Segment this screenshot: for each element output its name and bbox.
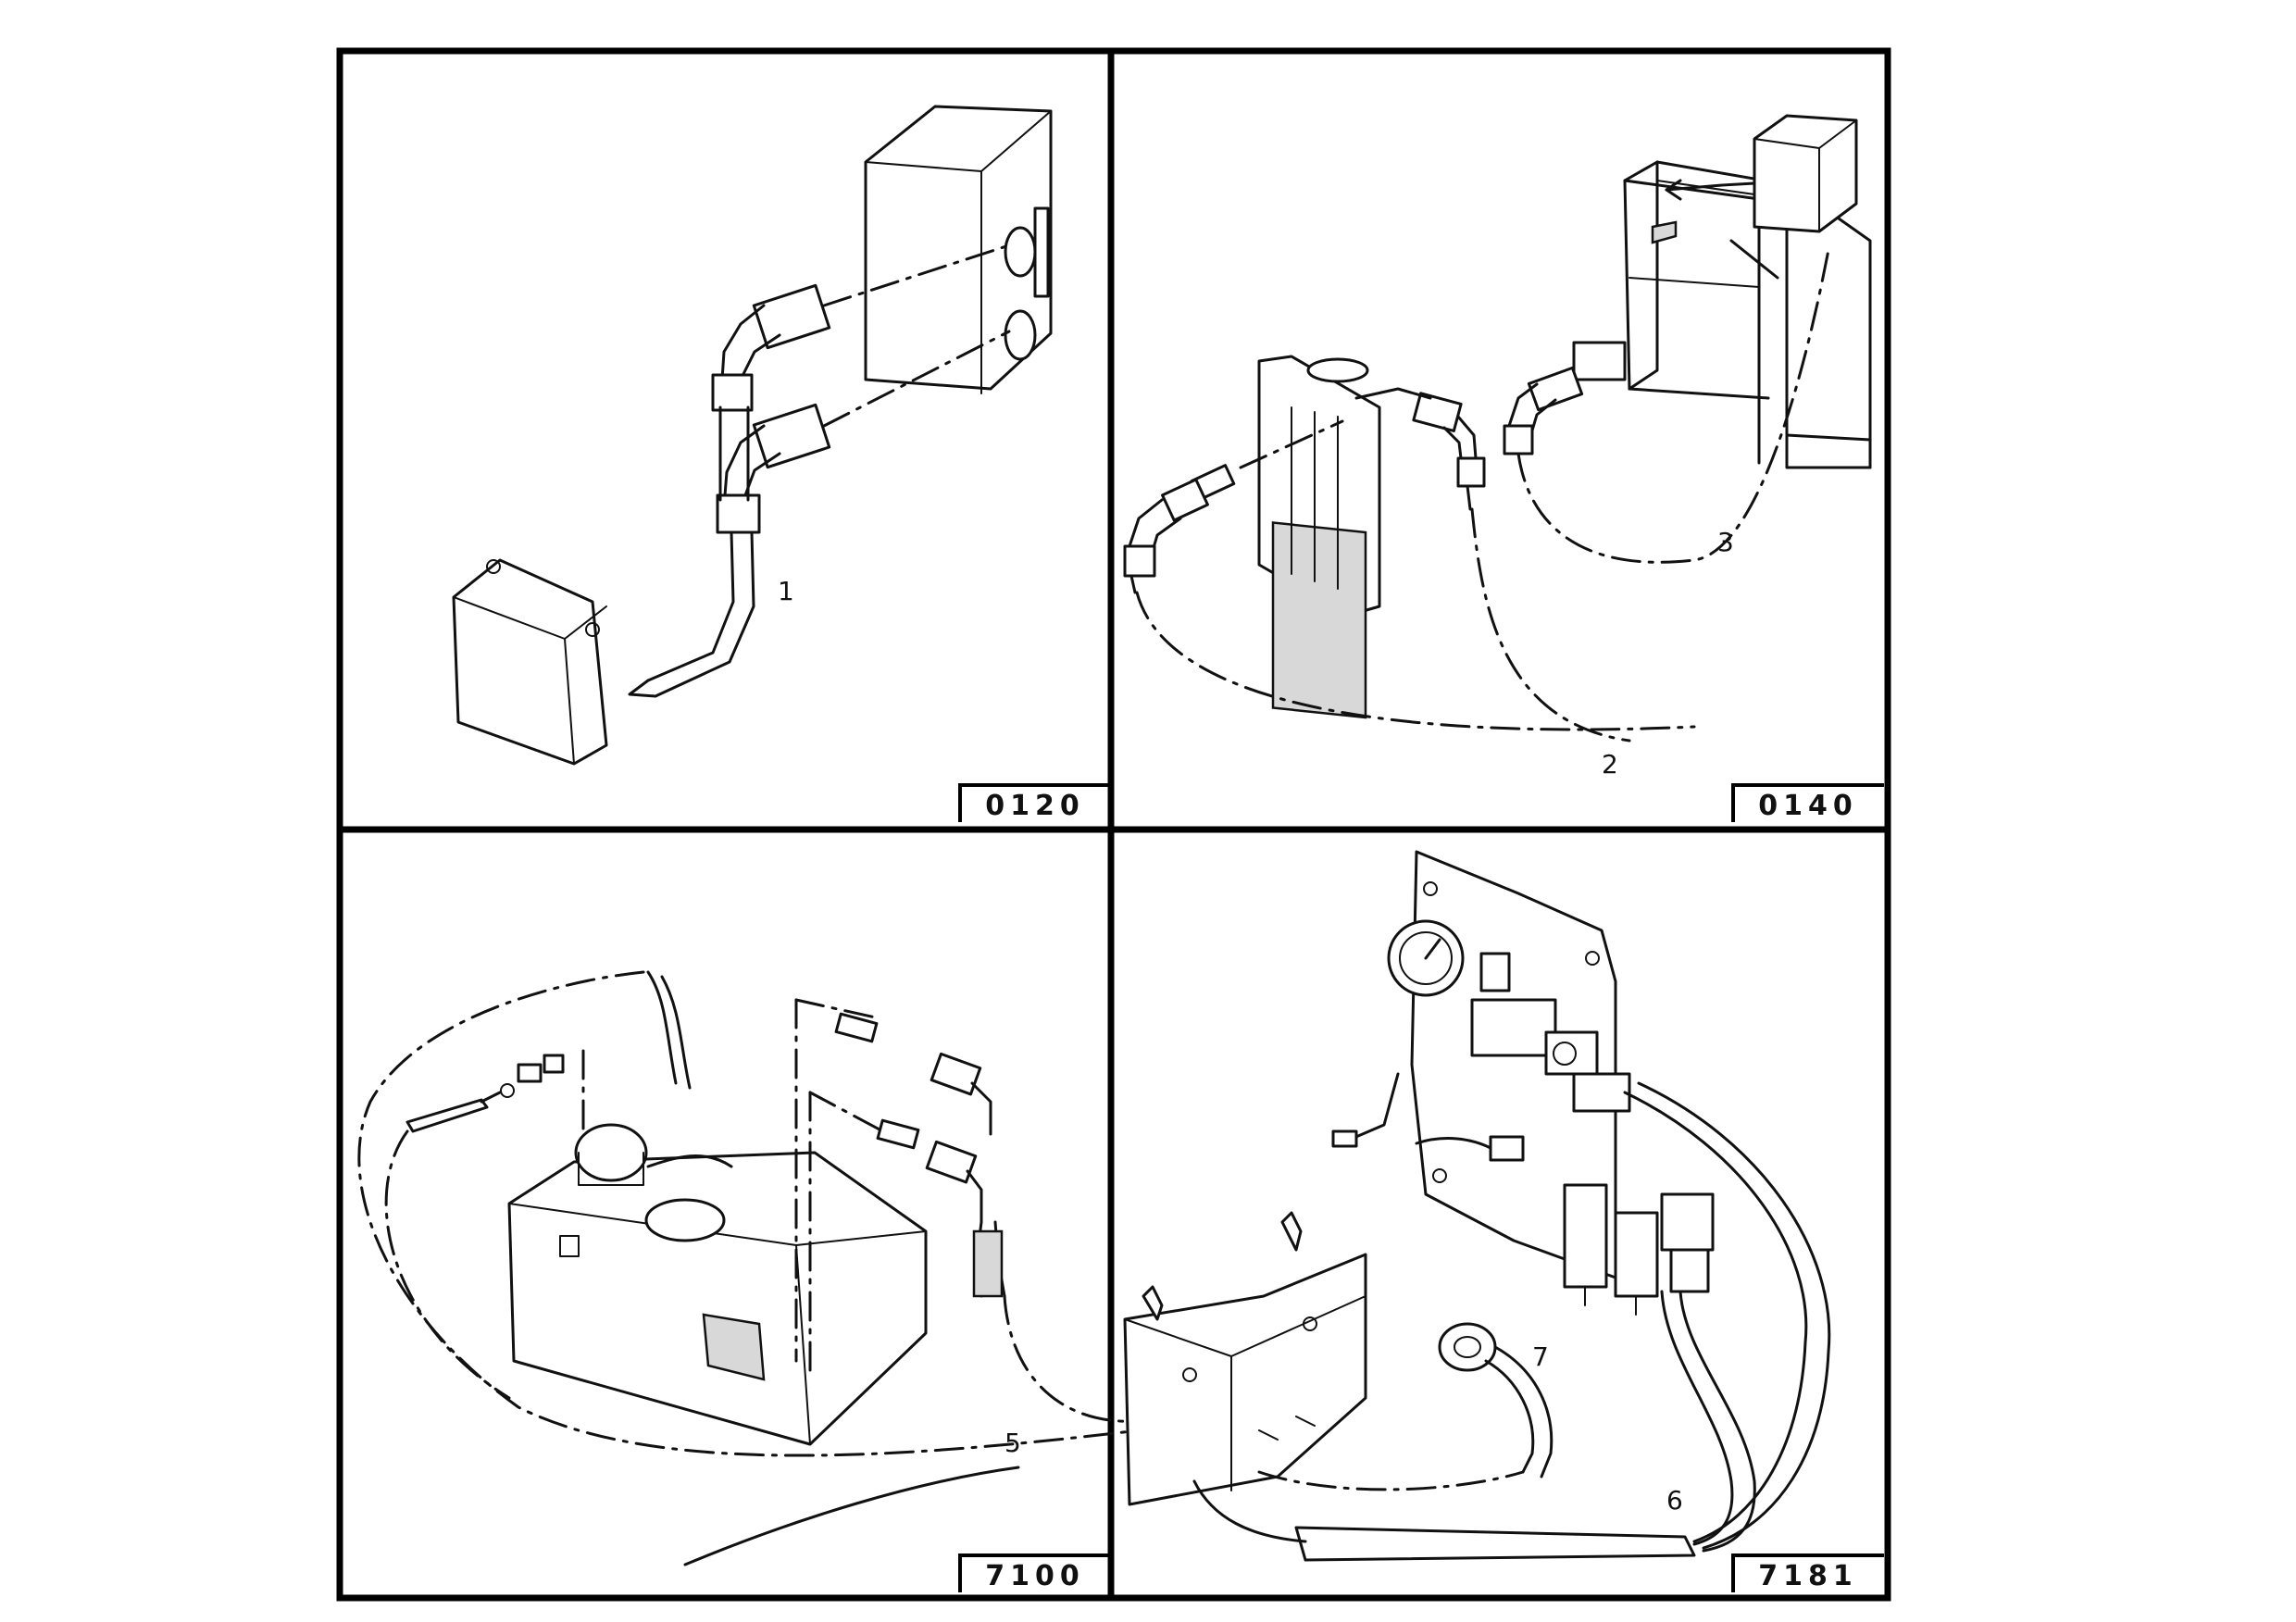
elbow-connector-upper <box>711 283 831 412</box>
callout-6: 6 <box>1666 1485 1683 1516</box>
plug-pair-lower <box>876 1118 983 1224</box>
left-plug-connector <box>1123 464 1236 594</box>
plug-pair-upper <box>834 1012 992 1136</box>
air-filter-unit <box>1563 1183 1715 1316</box>
panel-code-7100: 7100 <box>985 1560 1085 1592</box>
panel-0120: 1 0120 <box>452 105 1111 822</box>
panel-code-tag-0120: 0120 <box>958 783 1111 822</box>
ground-lug <box>1438 1322 1554 1479</box>
sensor-wire-harness <box>406 970 692 1133</box>
terminal-box <box>1123 1211 1367 1506</box>
control-box <box>452 558 608 766</box>
panel-code-tag-7100: 7100 <box>958 1553 1111 1592</box>
cable-sleeve <box>1192 1479 1696 1562</box>
panel-7181: 7 6 7181 <box>1123 850 1884 1592</box>
junction-box <box>1753 114 1858 233</box>
panel-code-0120: 0120 <box>985 790 1085 822</box>
filter-plate <box>1257 355 1381 719</box>
pressure-gauge <box>1387 919 1465 997</box>
level-sensor <box>574 1123 733 1186</box>
panel-code-7181: 7181 <box>1758 1560 1858 1592</box>
reservoir-tank <box>507 1151 928 1446</box>
regulator-block <box>1470 952 1631 1113</box>
diagram-frame <box>336 47 1891 1602</box>
housing-box <box>864 105 1053 394</box>
elbow-connector-lower <box>716 403 831 534</box>
callout-7: 7 <box>1532 1341 1549 1372</box>
bracket-elbow-connector <box>1503 341 1627 455</box>
panel-0140: 3 2 0140 <box>1123 114 1884 822</box>
panel-code-0140: 0140 <box>1758 790 1858 822</box>
callout-3: 3 <box>1717 527 1734 557</box>
panel-code-tag-7181: 7181 <box>1731 1553 1884 1592</box>
callout-5: 5 <box>1004 1428 1021 1458</box>
air-hose-bundle <box>1623 1081 1831 1553</box>
callout-2: 2 <box>1602 749 1618 780</box>
callout-1: 1 <box>778 576 794 606</box>
panel-7100: 5 7100 <box>357 970 1141 1592</box>
middle-elbow-connector <box>1412 392 1486 511</box>
panel-code-tag-0140: 0140 <box>1731 783 1884 822</box>
